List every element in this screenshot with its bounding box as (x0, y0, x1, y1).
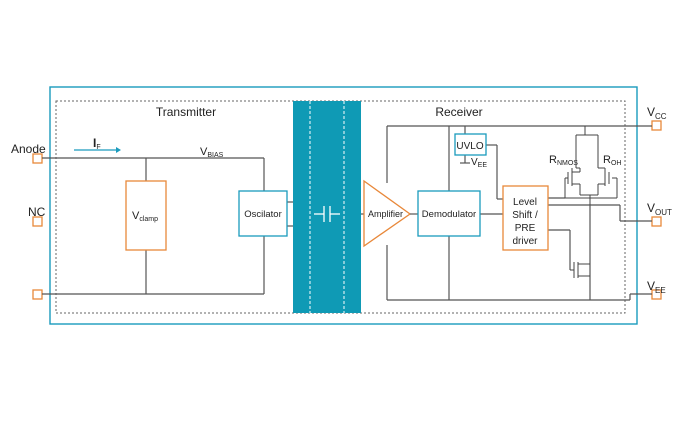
demodulator-label: Demodulator (422, 209, 476, 220)
oscillator-label: Oscilator (244, 209, 281, 220)
vclamp-block (125, 180, 167, 251)
output-low-transistor (570, 262, 590, 278)
vout-pin[interactable] (651, 216, 662, 227)
rnmos-label: RNMOS (549, 154, 578, 167)
package-outline (49, 86, 638, 325)
uvlo-block (454, 133, 487, 156)
vcc-pin-label: VCC (647, 105, 667, 121)
receiver-title: Receiver (435, 105, 482, 119)
isolation-barrier (293, 101, 361, 313)
transmitter-wiring (42, 157, 364, 295)
anode-pin[interactable] (32, 153, 43, 164)
receiver-wiring (386, 125, 652, 301)
vcc-pin[interactable] (651, 120, 662, 131)
vout-pin-label: VOUT (647, 201, 672, 217)
level-shift-line4: driver (512, 236, 538, 247)
vclamp-label: Vclamp (132, 210, 158, 223)
roh-label: ROH (603, 154, 621, 167)
if-label: IF (93, 136, 101, 151)
vbias-label: VBIAS (200, 146, 224, 159)
transmitter-title: Transmitter (156, 105, 216, 119)
anode-pin-label: Anode (11, 142, 46, 156)
output-high-transistors (564, 126, 618, 205)
demodulator-block (417, 190, 481, 237)
level-shift-line1: Level (513, 197, 537, 208)
nc-pin[interactable] (32, 216, 43, 227)
vee-pin-label: VEE (647, 279, 666, 295)
level-shift-block (502, 185, 549, 251)
oscillator-block (238, 190, 288, 237)
amplifier-block (363, 179, 412, 248)
level-shift-line3: PRE (515, 223, 536, 234)
nc-pin-label: NC (28, 205, 46, 219)
cathode-pin[interactable] (32, 289, 43, 300)
amplifier-label: Amplifier (368, 209, 403, 219)
forward-current-arrow (74, 147, 121, 153)
uvlo-label: UVLO (456, 141, 483, 152)
level-shift-line2: Shift / (512, 210, 538, 221)
capacitor-symbol (314, 206, 340, 222)
uvlo-vee-label: VEE (471, 157, 487, 169)
